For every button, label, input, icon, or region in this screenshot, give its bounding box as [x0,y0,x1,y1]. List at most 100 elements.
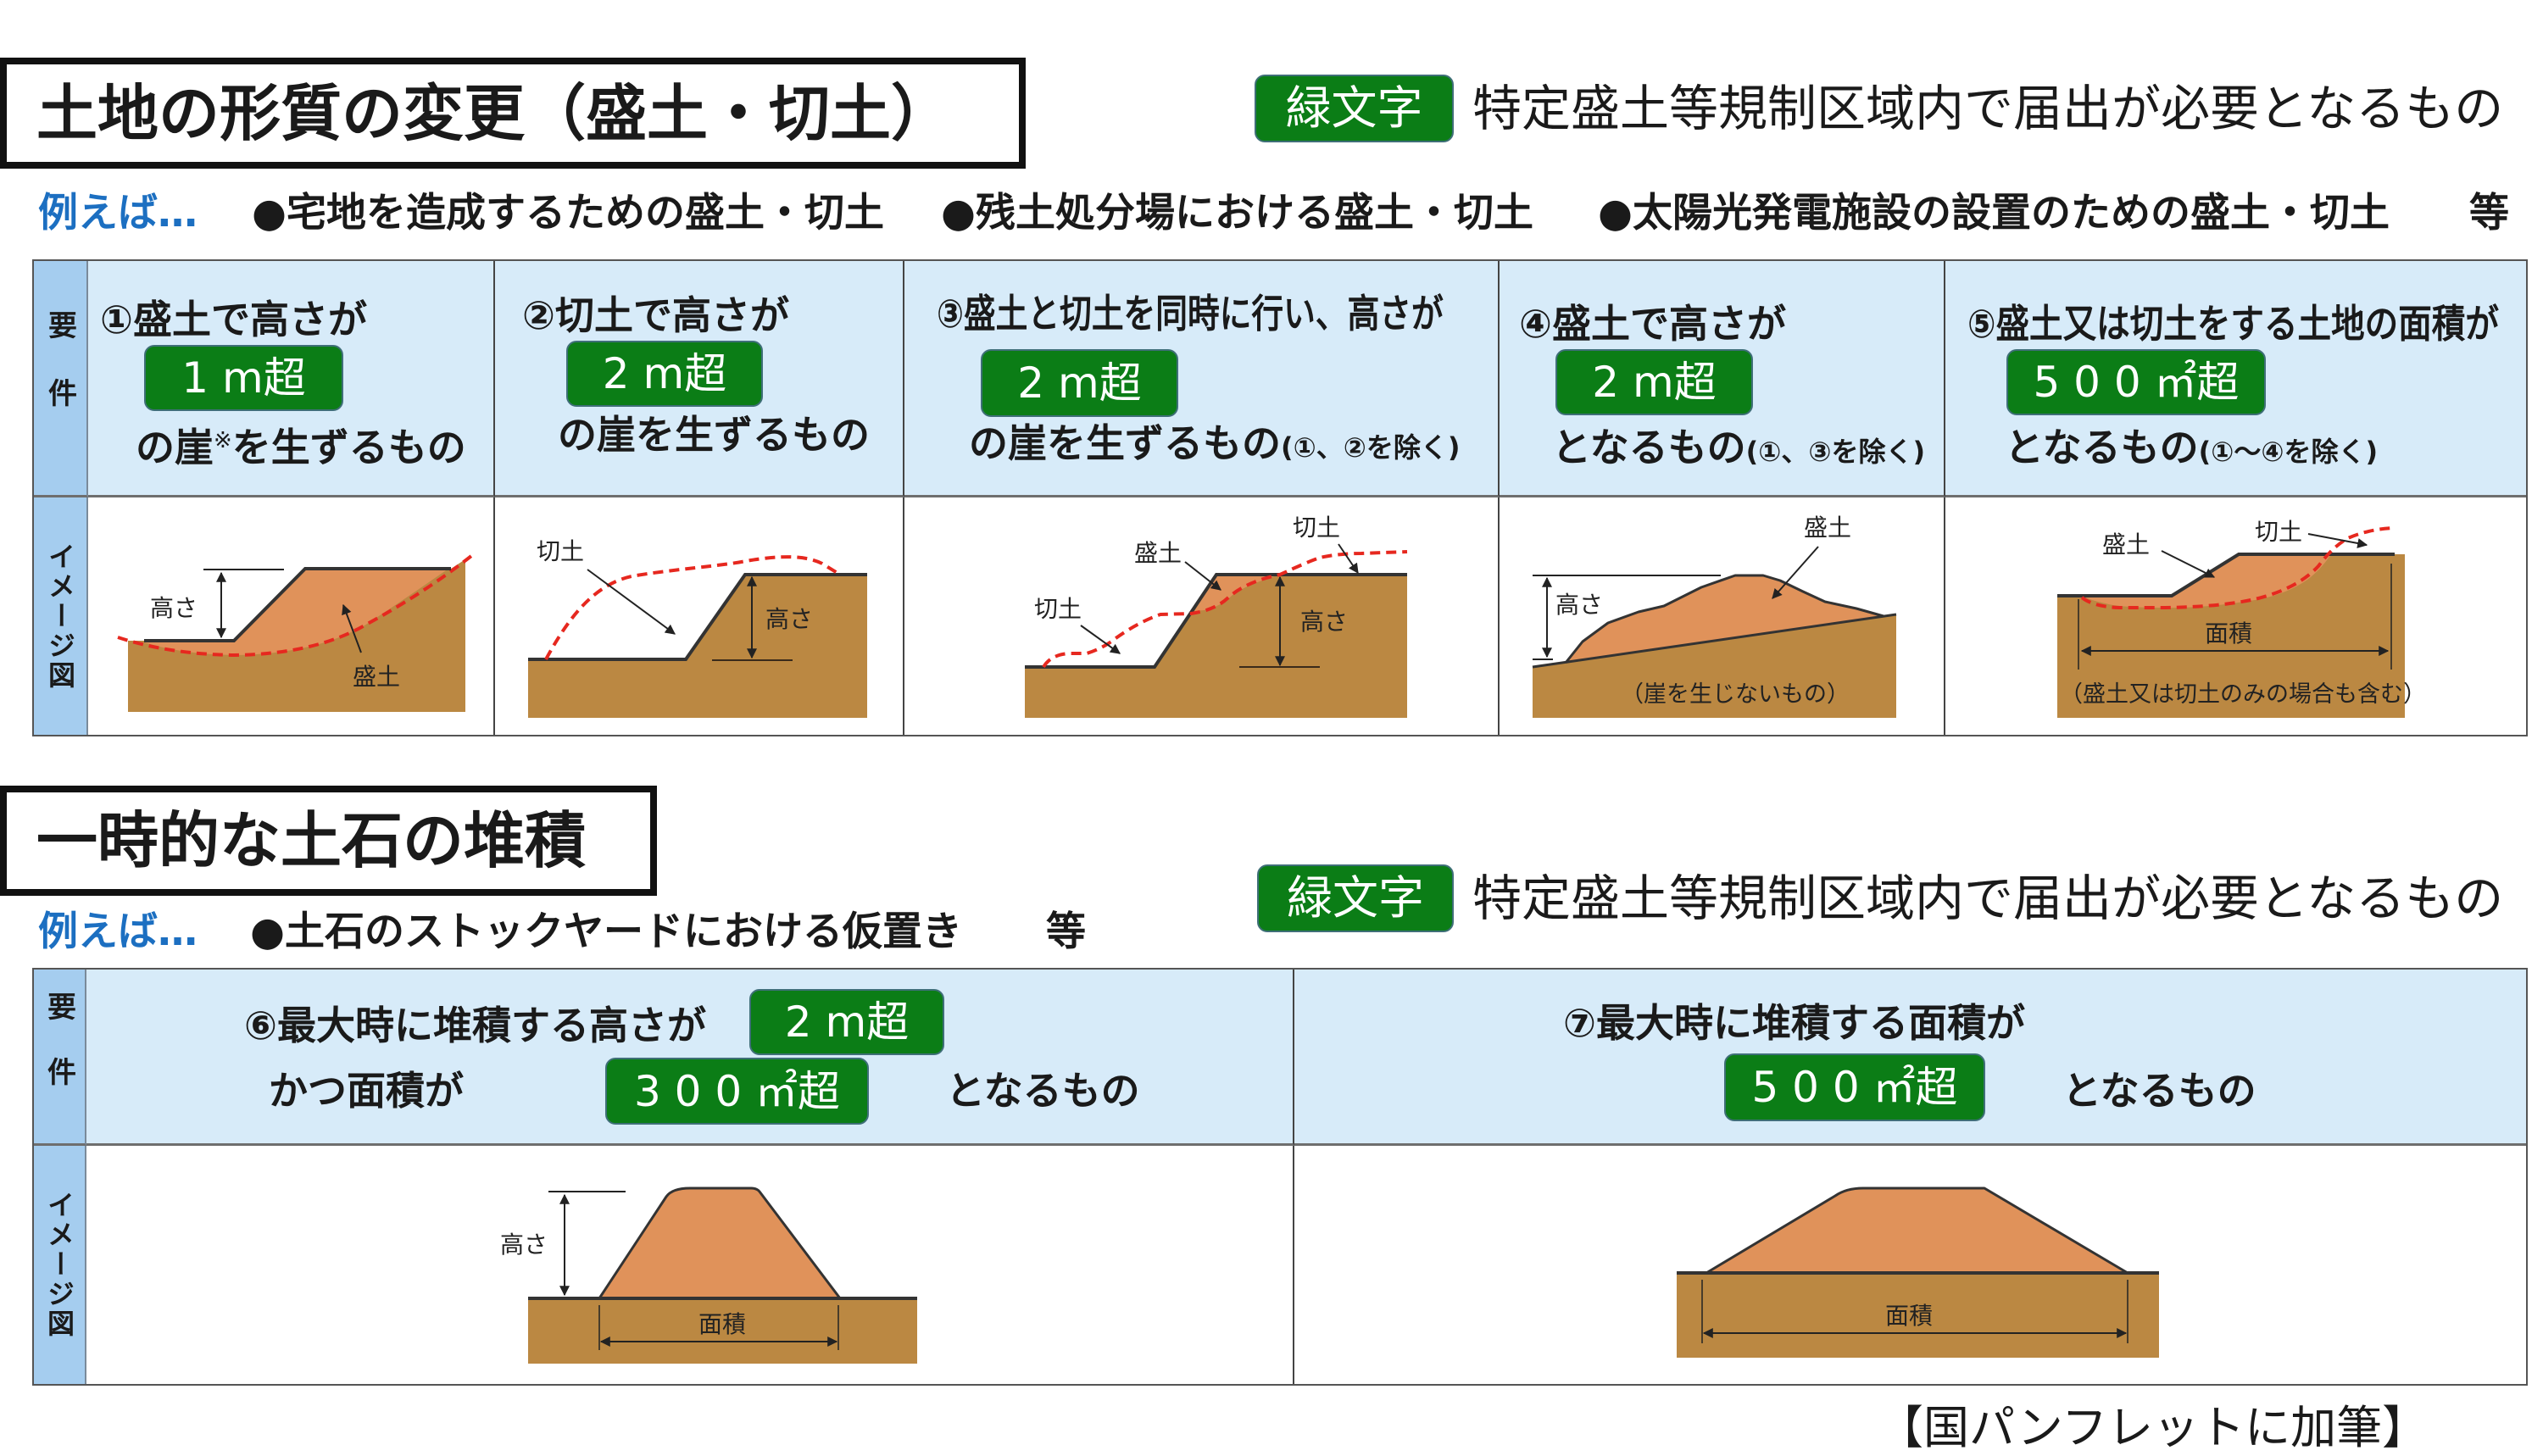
fill-label: 盛土 [353,663,400,691]
requirement-text: となるもの [2005,425,2199,470]
requirement-line: ⑦最大時に堆積する面積が [1563,1000,2025,1046]
original-ground-dashed-line [544,555,842,660]
diagram-cell-7: 面積 [1294,1146,2526,1384]
requirement-label-text: 要件 [42,310,77,446]
cut-lower-label: 切土 [1034,595,1082,623]
original-ground-dashed-line [2080,526,2396,609]
section1-requirements-table: 要件 ①盛土で高さが 1 m超 の崖※を生ずるもの ②切土で高さが 2 m超 の… [34,261,2526,735]
diagram-cut-cliff: 切土 高さ [528,537,867,718]
soil-layer [1025,575,1407,718]
fill-outline [1564,574,1884,664]
requirement-line: の崖※を生ずるもの [136,419,466,470]
requirement-line: となるもの(①、③を除く) [1552,425,1925,474]
diagram-cell-1: 高さ 盛土 [88,497,495,735]
soil-layer [1677,1273,2159,1358]
section2-title: 一時的な土石の堆積 [0,786,657,896]
section1-legend-text: 特定盛土等規制区域内で届出が必要となるもの [1472,80,2504,137]
ground-surface-line [1025,573,1407,669]
diagram-cell-5: 盛土 切土 面積 （盛土又は切土のみの場合も含む） [1945,497,2526,735]
fill-soil-area [1566,575,1884,663]
threshold-badge: 5 0 0 ㎡超 [1724,1053,1985,1121]
requirement-cell-2: ②切土で高さが 2 m超 の崖を生ずるもの [495,261,904,497]
slope-ground-line [1532,613,1897,669]
soil-layer [528,575,867,718]
fill-label: 盛土 [1804,514,1851,542]
threshold-badge: 2 m超 [566,341,763,407]
original-ground-dashed-line [117,554,473,658]
image-row-label: イメージ図 [34,497,88,735]
stockpile-mound [598,1186,842,1300]
example-item: ●残土処分場における盛土・切土 [941,190,1534,236]
example-item: ●土石のストックヤードにおける仮置き [250,909,963,955]
requirement-text: の崖を生ずるもの [969,420,1281,466]
requirement-text: となるもの [1552,425,1746,470]
fill-soil-area [144,569,448,655]
requirement-line: となるもの(①〜④を除く) [2005,425,2378,474]
requirement-text: の崖 [136,425,214,470]
examples-suffix: 等 [1046,909,1086,955]
diagram-note: （崖を生じないもの） [1621,681,1850,708]
height-label: 高さ [1555,591,1603,619]
leader-arrow [2307,533,2368,548]
image-label-text: イメージ図 [44,542,76,691]
section2-title-text: 一時的な土石の堆積 [36,805,587,876]
diagram-area: 盛土 切土 面積 （盛土又は切土のみの場合も含む） [2057,518,2426,718]
diagram-cell-3: 盛土 切土 切土 高さ [904,497,1500,735]
requirement-line: ④盛土で高さが [1519,301,1786,347]
threshold-badge: 2 m超 [1555,349,1753,415]
leader-arrow [1772,546,1819,599]
requirement-line: ③盛土と切土を同時に行い、高さが [937,291,1444,336]
diagram-fill-no-cliff: 高さ 盛土 （崖を生じないもの） [1532,514,1897,718]
fill-label: 盛土 [1134,539,1182,567]
area-label: 面積 [1885,1302,1933,1330]
requirement-line: ⑥最大時に堆積する高さが [244,1003,706,1048]
diagram-cell-4: 高さ 盛土 （崖を生じないもの） [1500,497,1945,735]
image-label-text: イメージ図 [43,1191,75,1339]
requirement-cell-3: ③盛土と切土を同時に行い、高さが 2 m超 の崖を生ずるもの(①、②を除く) [904,261,1500,497]
threshold-badge: 1 m超 [144,345,343,411]
ground-surface-line [144,567,451,642]
soil-layer [2057,554,2405,718]
section1-title-text: 土地の形質の変更（盛土・切土） [36,77,953,149]
requirement-line: の崖を生ずるもの(①、②を除く) [969,421,1460,470]
requirement-cell-5: ⑤盛土又は切土をする土地の面積が 5 0 0 ㎡超 となるもの(①〜④を除く) [1945,261,2526,497]
requirement-row-label: 要件 [34,261,88,497]
image-row-label: イメージ図 [34,1146,86,1384]
fill-label: 盛土 [2102,531,2150,559]
section2-legend-text: 特定盛土等規制区域内で届出が必要となるもの [1472,870,2504,927]
requirement-label-text: 要件 [42,991,76,1122]
requirement-cell-1: ①盛土で高さが 1 m超 の崖※を生ずるもの [88,261,495,497]
threshold-badge: 2 m超 [981,349,1178,417]
diagram-fill-and-cut: 盛土 切土 切土 高さ [1025,514,1408,718]
leader-arrow [342,603,362,653]
requirement-line: の崖を生ずるもの [558,412,870,458]
requirement-line: ②切土で高さが [522,292,789,338]
examples-suffix: 等 [2469,190,2509,236]
diagram-cell-2: 切土 高さ [495,497,904,735]
original-ground-dashed-line [1042,550,1408,669]
examples-label: 例えば… [38,190,198,236]
diagram-stockpile-height: 高さ 面積 [500,1186,917,1364]
exclusion-note: (①〜④を除く) [2198,436,2379,468]
requirement-line: となるもの [2062,1068,2256,1114]
section1-title: 土地の形質の変更（盛土・切土） [0,58,1026,169]
requirement-line: ①盛土で高さが [100,297,367,342]
exclusion-note: (①、③を除く) [1745,436,1926,468]
requirement-line: となるもの [946,1068,1140,1114]
section2-requirements-table: 要件 ⑥最大時に堆積する高さが 2 m超 かつ面積が 3 0 0 ㎡超 となるも… [34,970,2526,1384]
source-note: 【国パンフレットに加筆】 [1878,1401,2429,1454]
leader-arrow [587,569,676,635]
soil-layer [528,1298,917,1364]
cut-upper-label: 切土 [1293,514,1340,542]
requirement-cell-6: ⑥最大時に堆積する高さが 2 m超 かつ面積が 3 0 0 ㎡超 となるもの [86,970,1294,1146]
threshold-badge: 5 0 0 ㎡超 [2006,349,2266,415]
leader-arrow [1080,625,1121,654]
requirement-cell-4: ④盛土で高さが 2 m超 となるもの(①、③を除く) [1500,261,1945,497]
requirement-line: ⑤盛土又は切土をする土地の面積が [1967,301,2499,347]
requirement-line: かつ面積が [269,1068,464,1114]
leader-arrow [1184,561,1221,591]
soil-layer [1533,614,1896,718]
height-label: 高さ [1300,608,1348,636]
diagram-cell-6: 高さ 面積 [86,1146,1294,1384]
requirement-text: を生ずるもの [231,425,466,470]
